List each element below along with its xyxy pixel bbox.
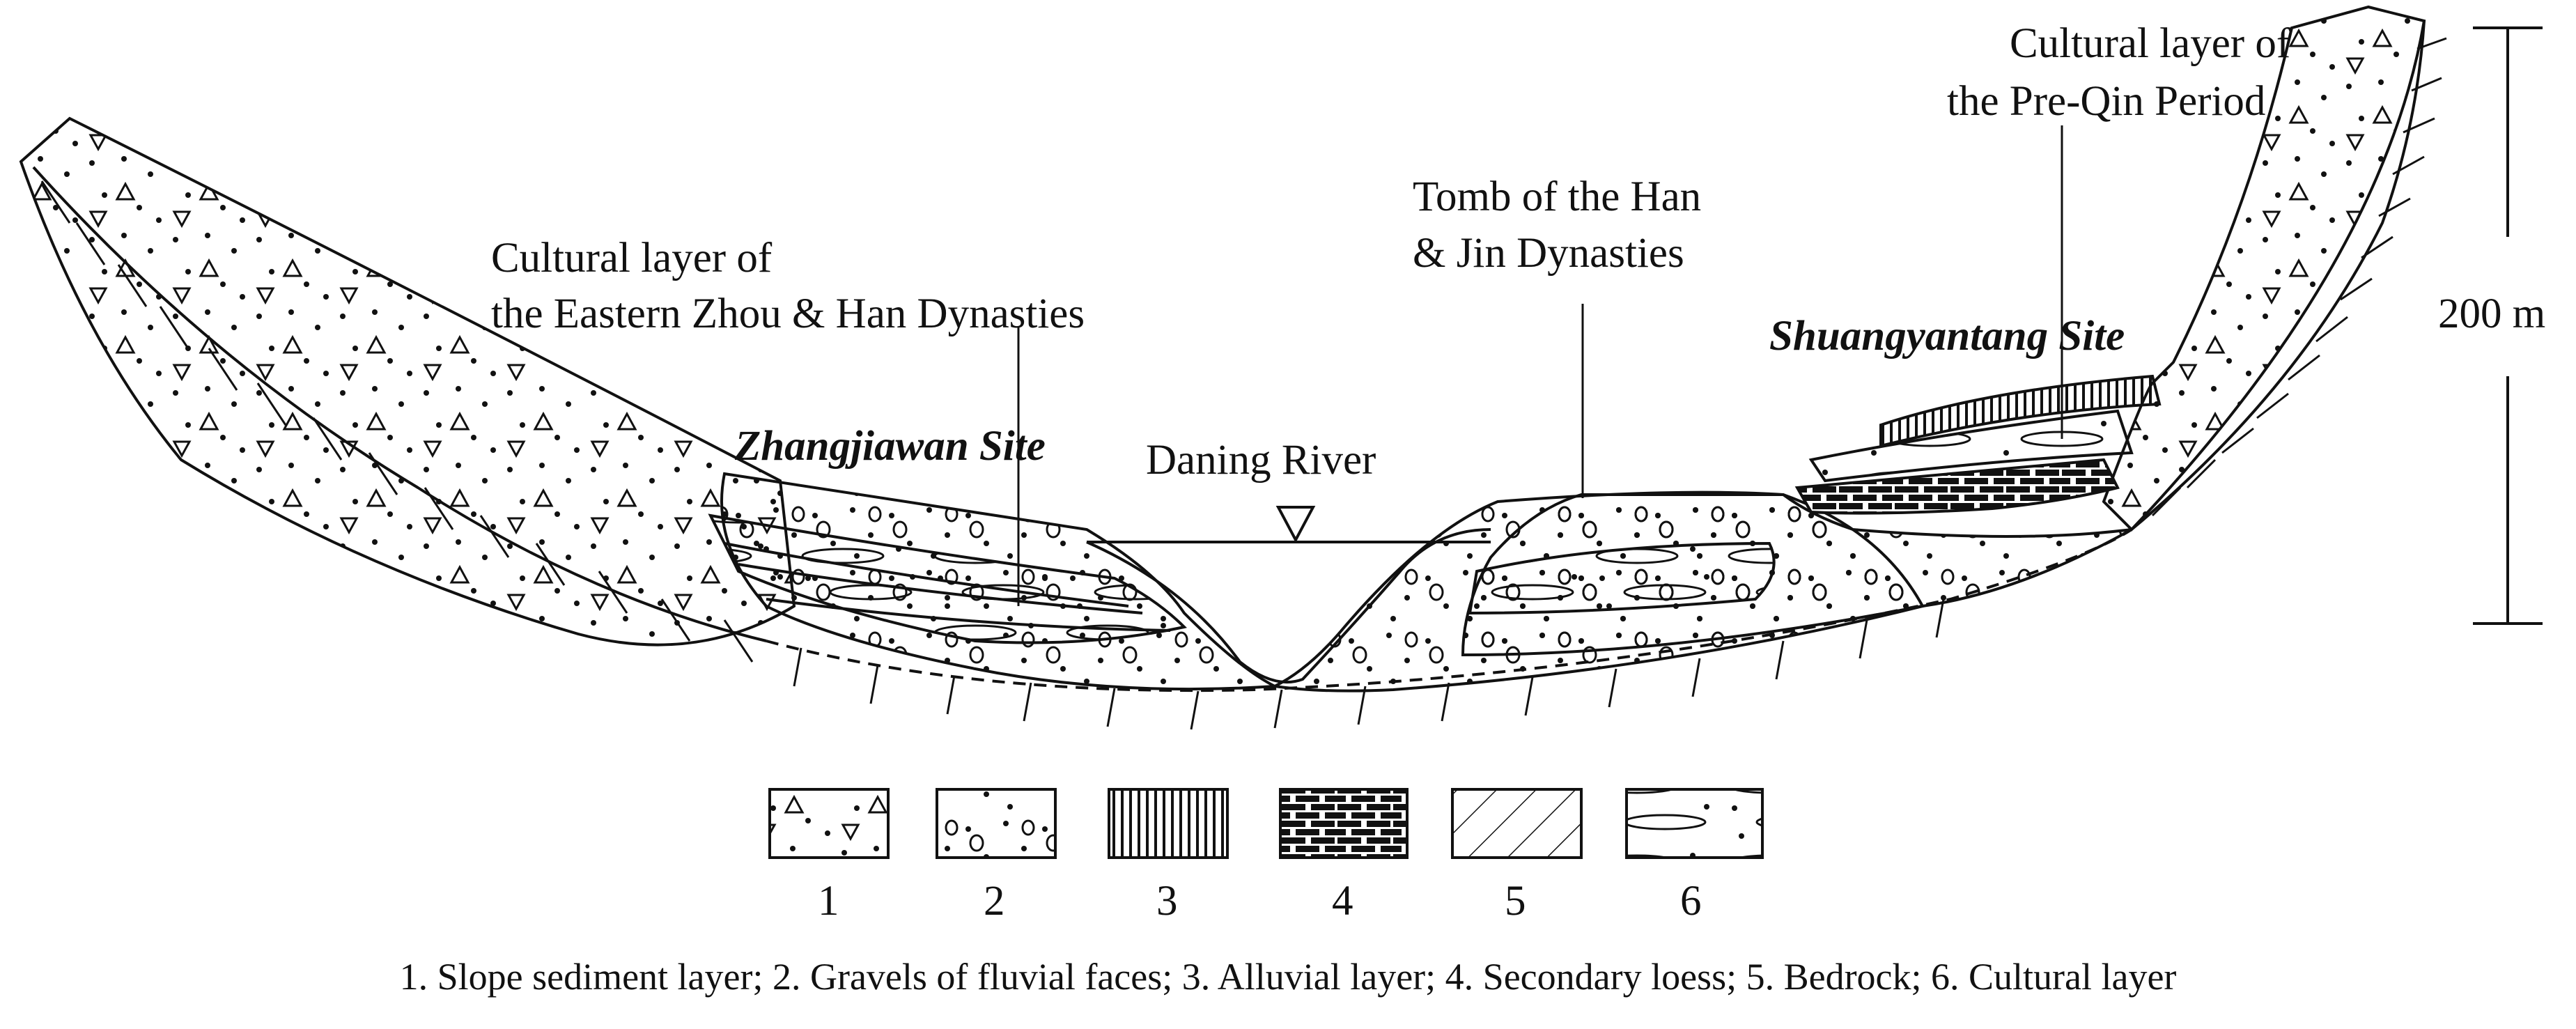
left-layer-line: [766, 598, 1171, 632]
legend-number-3: 3: [1156, 878, 1178, 924]
legend-swatch-bedrock: [1451, 788, 1583, 859]
left-layer-line: [738, 563, 1143, 614]
right-gravel-terrace: [1461, 493, 2132, 657]
label-preqin-line1: Cultural layer of: [2010, 20, 2291, 67]
label-tomb-line1: Tomb of the Han: [1413, 173, 1701, 220]
alluvial-layer: [1879, 374, 2162, 448]
label-shuangyantang-site: Shuangyantang Site: [1769, 313, 2125, 359]
legend: [768, 788, 1764, 859]
label-eastern-zhou-line2: the Eastern Zhou & Han Dynasties: [491, 291, 1085, 337]
left-bedrock-hatching: [40, 180, 754, 663]
river-channel: [1086, 528, 1491, 684]
legend-swatch-secondary-loess: [1279, 788, 1409, 859]
left-cultural-layer: [708, 513, 1188, 644]
legend-number-6: 6: [1680, 878, 1702, 924]
legend-caption: 1. Slope sediment layer; 2. Gravels of f…: [400, 956, 2177, 998]
right-slope-sediment: [2102, 5, 2426, 532]
legend-number-2: 2: [984, 878, 1005, 924]
legend-number-4: 4: [1332, 878, 1353, 924]
label-tomb-line2: & Jin Dynasties: [1413, 230, 1684, 277]
left-bedrock-surface: [32, 166, 767, 642]
secondary-loess-layer: [1794, 458, 2120, 515]
right-bedrock-hatching: [2151, 37, 2447, 517]
legend-swatch-cultural-layer: [1625, 788, 1764, 859]
tomb-cultural-layer: [1468, 541, 1776, 615]
valley-floor-hatching: [793, 598, 1945, 730]
label-eastern-zhou-line1: Cultural layer of: [491, 235, 773, 281]
label-zhangjiawan-site: Zhangjiawan Site: [734, 423, 1046, 470]
shuangyantang-cultural-layer: [1808, 409, 2134, 483]
left-layer-line: [724, 542, 1129, 608]
legend-number-1: 1: [818, 878, 839, 924]
legend-swatch-alluvial: [1108, 788, 1229, 859]
legend-swatch-slope-sediment: [768, 788, 890, 859]
cross-section: [19, 5, 2543, 730]
label-preqin-line2: the Pre-Qin Period: [1947, 78, 2265, 125]
water-level-symbol: [1275, 506, 1316, 543]
left-slope-sediment: [19, 116, 796, 647]
label-scale: 200 m: [2438, 291, 2545, 337]
legend-number-5: 5: [1505, 878, 1526, 924]
label-river: Daning River: [1146, 437, 1376, 483]
legend-swatch-gravels: [936, 788, 1057, 859]
